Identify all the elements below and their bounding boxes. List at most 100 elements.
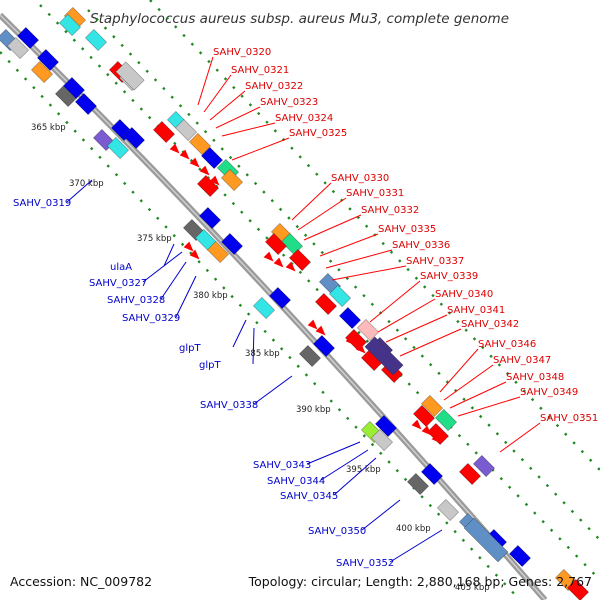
gene-feature xyxy=(75,93,97,115)
gene-box xyxy=(175,119,197,141)
red-leader-line xyxy=(203,74,232,113)
red-leader-line xyxy=(369,280,421,323)
gene-box xyxy=(221,169,243,191)
gene-box xyxy=(299,345,321,367)
gene-box xyxy=(371,429,393,451)
gene-arrow xyxy=(355,343,366,354)
gene-feature xyxy=(407,473,429,495)
gene-bar-rect xyxy=(364,336,404,376)
gene-arrow xyxy=(189,249,200,260)
gene-box xyxy=(17,27,39,49)
red-leader-line xyxy=(331,265,407,281)
gene-arrow xyxy=(411,419,422,430)
gene-box xyxy=(253,297,275,319)
gene-feature xyxy=(175,119,197,141)
gene-arrow xyxy=(179,149,190,160)
gene-box xyxy=(153,121,175,143)
gene-feature xyxy=(437,499,459,521)
blue-gene-label: ulaA xyxy=(110,262,132,273)
red-leader-line xyxy=(399,328,462,357)
blue-gene-label: SAHV_0352 xyxy=(336,558,394,569)
gene-bar xyxy=(115,61,145,91)
blue-leader-line xyxy=(333,457,377,496)
scale-tick-label: 390 kbp xyxy=(296,405,331,415)
gene-feature xyxy=(269,287,291,309)
gene-feature xyxy=(253,297,275,319)
gene-box xyxy=(221,233,243,255)
gene-arrow xyxy=(431,433,442,444)
scale-tick-label: 405 kbp xyxy=(455,583,490,593)
gene-feature xyxy=(17,27,39,49)
red-leader-line xyxy=(197,56,214,106)
red-gene-label: SAHV_0331 xyxy=(346,188,404,199)
gene-box xyxy=(269,287,291,309)
gene-box xyxy=(207,241,229,263)
gene-box xyxy=(413,405,435,427)
red-gene-label: SAHV_0349 xyxy=(520,387,578,398)
scale-tick-label: 365 kbp xyxy=(31,123,66,133)
gene-box xyxy=(421,463,443,485)
gene-feature xyxy=(329,285,351,307)
red-gene-label: SAHV_0324 xyxy=(275,113,333,124)
gene-feature xyxy=(107,137,129,159)
red-gene-label: SAHV_0342 xyxy=(461,319,519,330)
blue-gene-label: SAHV_0338 xyxy=(200,400,258,411)
gene-feature xyxy=(567,579,589,600)
gene-box xyxy=(123,127,145,149)
gene-box xyxy=(437,499,459,521)
gene-box xyxy=(421,395,443,417)
gene-feature xyxy=(201,147,223,169)
blue-leader-line xyxy=(361,499,401,531)
red-leader-line xyxy=(499,422,541,453)
gene-feature xyxy=(375,415,397,437)
gene-feature xyxy=(199,207,221,229)
blue-leader-line xyxy=(389,529,443,563)
gene-bar-rect xyxy=(115,61,145,91)
topology-text: Topology: circular; Length: 2,880,168 bp… xyxy=(248,574,592,589)
gene-feature xyxy=(7,37,29,59)
gene-box xyxy=(567,579,589,600)
blue-gene-label: SAHV_0327 xyxy=(89,278,147,289)
gene-box xyxy=(63,77,85,99)
blue-gene-label: SAHV_0319 xyxy=(13,198,71,209)
red-gene-label: SAHV_0332 xyxy=(361,205,419,216)
gene-box xyxy=(85,29,107,51)
blue-leader-line xyxy=(142,251,183,283)
blue-gene-label: SAHV_0329 xyxy=(122,313,180,324)
scale-tick-label: 370 kbp xyxy=(69,179,104,189)
blue-gene-label: SAHV_0344 xyxy=(267,476,325,487)
scale-tick-label: 395 kbp xyxy=(346,465,381,475)
red-gene-label: SAHV_0335 xyxy=(378,224,436,235)
gene-feature xyxy=(59,14,81,36)
red-gene-label: SAHV_0339 xyxy=(420,271,478,282)
blue-leader-line xyxy=(232,319,247,348)
blue-leader-line xyxy=(252,327,255,365)
blue-gene-label: SAHV_0343 xyxy=(253,460,311,471)
red-gene-label: SAHV_0347 xyxy=(493,355,551,366)
gene-feature xyxy=(289,249,311,271)
red-leader-line xyxy=(221,122,276,137)
red-leader-line xyxy=(439,348,479,393)
gene-arrow xyxy=(199,165,210,176)
gene-box xyxy=(189,133,211,155)
gene-feature xyxy=(357,319,379,341)
red-gene-label: SAHV_0323 xyxy=(260,97,318,108)
blue-leader-line xyxy=(320,449,369,481)
blue-leader-line xyxy=(175,275,197,318)
gene-feature xyxy=(37,49,59,71)
blue-leader-line xyxy=(306,441,361,465)
red-gene-label: SAHV_0341 xyxy=(447,305,505,316)
blue-gene-label: SAHV_0345 xyxy=(280,491,338,502)
gene-feature xyxy=(509,545,531,567)
gene-box xyxy=(407,473,429,495)
gene-feature xyxy=(313,335,335,357)
blue-leader-line xyxy=(163,243,175,267)
guide-track xyxy=(87,9,600,541)
blue-leader-line xyxy=(253,375,293,405)
blue-leader-line xyxy=(160,261,187,300)
gene-labels: SAHV_0320SAHV_0321SAHV_0322SAHV_0323SAHV… xyxy=(13,47,598,569)
red-gene-label: SAHV_0320 xyxy=(213,47,271,58)
gene-box xyxy=(313,335,335,357)
